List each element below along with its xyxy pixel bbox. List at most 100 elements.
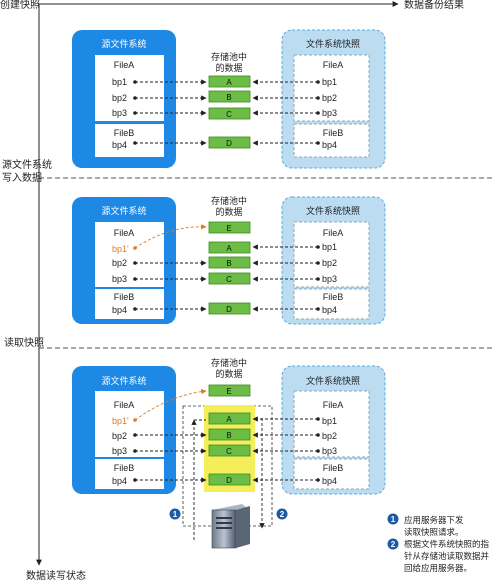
- snapshot-title: 文件系统快照: [306, 375, 360, 387]
- block-c-label: C: [226, 110, 232, 119]
- phase-label-write-line2: 写入数据: [2, 171, 42, 184]
- bp4-label: bp4: [112, 140, 127, 150]
- block-b: [208, 90, 251, 103]
- legend-2-line3: 回给应用服务器。: [404, 563, 472, 574]
- source-filea-box: [95, 55, 164, 121]
- block-e-label: E: [226, 224, 231, 233]
- block-c: [208, 444, 251, 457]
- bp1-modified-arrow: [134, 388, 207, 421]
- pool-title-line2: 的数据: [215, 62, 242, 74]
- snapshot-filea-label: FileA: [323, 400, 344, 410]
- source-filea-box: [95, 222, 164, 287]
- snapshot-title: 文件系统快照: [306, 38, 360, 50]
- block-e: [208, 221, 251, 234]
- legend-1-line1: 应用服务器下发: [404, 515, 464, 526]
- block-c: [208, 107, 251, 120]
- section-read-snapshot: 源文件系统 FileA bp1' bp2 bp3 FileB bp4 文件系统快…: [72, 357, 386, 549]
- pool-title-line1: 存储池中: [211, 195, 247, 207]
- block-d-label: D: [226, 305, 232, 314]
- bp3-label: bp3: [112, 108, 127, 118]
- snapshot-filea-box: [293, 54, 370, 122]
- legend: 1 应用服务器下发 读取快照请求。 2 根据文件系统快照的指 针从存储池读取数据…: [387, 513, 490, 574]
- bp4-label: bp4: [112, 476, 127, 486]
- legend-badge-1: [387, 513, 399, 525]
- pool-title-line2: 的数据: [215, 368, 242, 380]
- filea-label: FileA: [114, 400, 135, 410]
- snapshot-bp3-label: bp3: [322, 274, 337, 284]
- bp1-modified-arrow: [134, 224, 207, 249]
- phase-label-write-line1: 源文件系统: [2, 158, 52, 171]
- bp4-label: bp4: [112, 305, 127, 315]
- snapshot-filea-label: FileA: [323, 60, 344, 70]
- snapshot-fileb-box: [293, 288, 370, 320]
- snapshot-bp2-label: bp2: [322, 258, 337, 268]
- source-fileb-box: [95, 124, 164, 157]
- fileb-label: FileB: [114, 463, 135, 473]
- bp3-label: bp3: [112, 446, 127, 456]
- pool-title-line1: 存储池中: [211, 51, 247, 63]
- filea-label: FileA: [114, 228, 135, 238]
- block-d: [208, 473, 251, 486]
- block-b-label: B: [226, 431, 231, 440]
- source-fs-title: 源文件系统: [101, 38, 146, 50]
- legend-2-line1: 根据文件系统快照的指: [404, 539, 490, 550]
- source-fs-title: 源文件系统: [101, 375, 146, 387]
- block-c-label: C: [226, 275, 232, 284]
- snapshot-fileb-box: [293, 458, 370, 490]
- snapshot-fileb-box: [293, 123, 370, 158]
- source-fileb-box: [95, 459, 164, 489]
- block-d-label: D: [226, 139, 232, 148]
- legend-badge-2-label: 2: [391, 540, 396, 549]
- source-fileb-box: [95, 289, 164, 319]
- source-filea-box: [95, 391, 164, 457]
- step-badge-2-label: 2: [280, 510, 285, 519]
- bp1-label: bp1: [112, 77, 127, 87]
- bp1-modified-label: bp1': [112, 416, 129, 426]
- snapshot-bp3-label: bp3: [322, 446, 337, 456]
- pool-title-line1: 存储池中: [211, 357, 247, 369]
- block-a-label: A: [226, 415, 232, 424]
- source-fs-title: 源文件系统: [101, 205, 146, 217]
- snapshot-bp2-label: bp2: [322, 93, 337, 103]
- snapshot-bp3-label: bp3: [322, 108, 337, 118]
- section-write-data: 源文件系统 FileA bp1' bp2 bp3 FileB bp4 文件系统快…: [72, 195, 386, 325]
- phase-label-read-snapshot: 读取快照: [4, 336, 44, 349]
- snapshot-bp1-label: bp1: [322, 416, 337, 426]
- legend-1-line2: 读取快照请求。: [404, 527, 464, 538]
- snapshot-filea-label: FileA: [323, 228, 344, 238]
- filea-label: FileA: [114, 60, 135, 70]
- snapshot-title: 文件系统快照: [306, 205, 360, 217]
- pointer-arrows: [135, 79, 318, 146]
- pool-title-line2: 的数据: [215, 206, 242, 218]
- block-b-label: B: [226, 259, 231, 268]
- fileb-label: FileB: [114, 292, 135, 302]
- axis-label-create-snapshot: 创建快照: [0, 0, 40, 11]
- axis-label-rw-state: 数据读写状态: [26, 569, 86, 582]
- fileb-label: FileB: [114, 128, 135, 138]
- block-d: [208, 302, 251, 315]
- snapshot-bp1-label: bp1: [322, 77, 337, 87]
- block-a: [208, 75, 251, 88]
- block-b: [208, 256, 251, 269]
- block-e: [208, 384, 251, 397]
- snapshot-bp4-label: bp4: [322, 140, 337, 150]
- block-a-label: A: [226, 244, 232, 253]
- bp2-label: bp2: [112, 258, 127, 268]
- bp1-modified-label: bp1': [112, 244, 129, 254]
- snapshot-bp4-label: bp4: [322, 305, 337, 315]
- snapshot-bp4-label: bp4: [322, 476, 337, 486]
- block-b-label: B: [226, 93, 231, 102]
- snapshot-fileb-label: FileB: [323, 463, 344, 473]
- bp2-label: bp2: [112, 431, 127, 441]
- snapshot-fileb-label: FileB: [323, 292, 344, 302]
- axes: 创建快照 数据备份结果 数据读写状态: [0, 0, 464, 582]
- block-d: [208, 136, 251, 149]
- step-badge-1-label: 1: [173, 510, 178, 519]
- snapshot-filea-box: [293, 221, 370, 288]
- legend-2-line2: 针从存储池读取数据并: [404, 551, 490, 562]
- snapshot-fileb-label: FileB: [323, 128, 344, 138]
- block-a-label: A: [226, 78, 232, 87]
- step-badge-1: [169, 508, 181, 520]
- pointer-arrows: [135, 416, 318, 483]
- section-create-snapshot: 源文件系统 FileA bp1 bp2 bp3 FileB bp4 文件系统快照…: [72, 29, 386, 169]
